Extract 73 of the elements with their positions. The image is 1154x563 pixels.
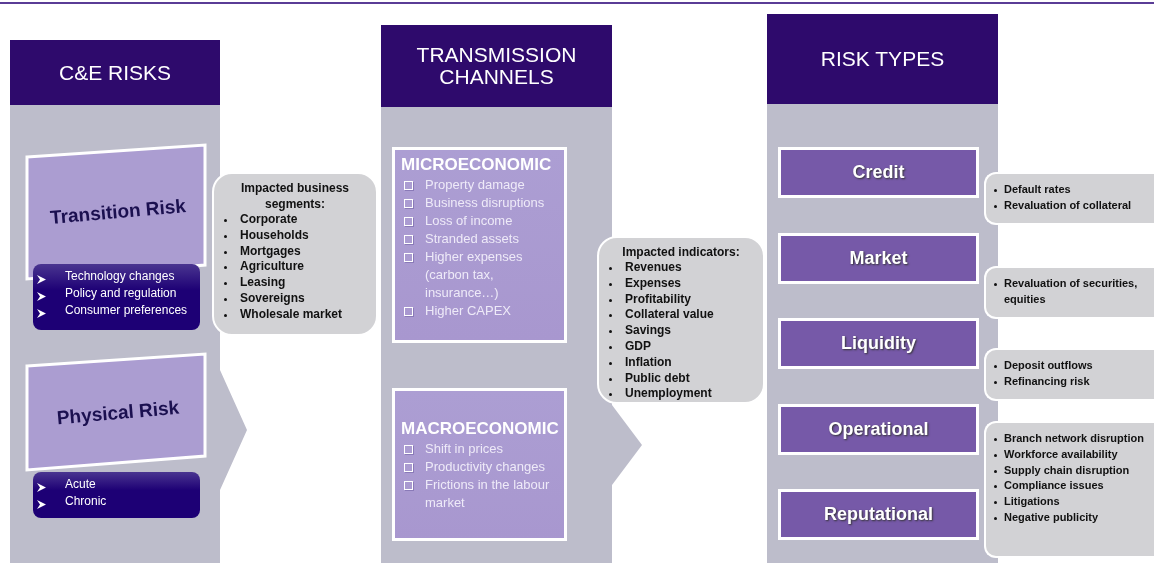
risk-type-label: Credit xyxy=(852,162,905,183)
callout-bubble xyxy=(984,266,1154,319)
list-item: Public debt xyxy=(605,370,757,387)
list-item: Chronic xyxy=(33,493,200,510)
callout-bubble xyxy=(597,236,765,404)
list-item: Revaluation of securities, equities xyxy=(990,276,1152,308)
list-item: Mortgages xyxy=(220,243,370,260)
list-item: Profitability xyxy=(605,291,757,308)
list-item: Higher expenses (carbon tax, insurance…) xyxy=(401,248,561,302)
list-item: Leasing xyxy=(220,275,370,291)
list-item: GDP xyxy=(605,339,757,355)
list-item: Savings xyxy=(605,323,757,339)
column-heading: C&E RISKS xyxy=(10,40,220,105)
callout-heading: Impacted business segments: xyxy=(239,180,350,212)
column-band xyxy=(767,14,998,563)
column-heading: TRANSMISSION CHANNELS xyxy=(381,25,612,107)
list-item: Compliance issues xyxy=(990,478,1152,495)
list-item: Business disruptions xyxy=(401,194,561,212)
list-item: Inflation xyxy=(605,354,757,371)
list-item: Frictions in the labour market xyxy=(401,476,561,512)
list-item: Productivity changes xyxy=(401,458,561,476)
risk-type-box xyxy=(778,233,979,284)
list-item: Property damage xyxy=(401,176,561,194)
list-item: Litigations xyxy=(990,494,1152,510)
list-item: Loss of income xyxy=(401,212,561,230)
callout-heading: Impacted indicators: xyxy=(621,244,741,260)
risk-title: Transition Risk xyxy=(48,194,188,230)
list-item: Shift in prices xyxy=(401,440,561,458)
list-item: Negative publicity xyxy=(990,510,1152,526)
list-item: Stranded assets xyxy=(401,230,561,248)
list-item: Refinancing risk xyxy=(990,373,1152,390)
channel-panel xyxy=(392,388,567,541)
list-item: Unemployment xyxy=(605,386,757,403)
risk-type-box xyxy=(778,404,979,455)
list-item: Agriculture xyxy=(220,259,370,276)
list-item: Higher CAPEX xyxy=(401,302,561,320)
risk-title: Physical Risk xyxy=(55,395,181,431)
list-item: Revaluation of collateral xyxy=(990,197,1152,214)
list-item: Households xyxy=(220,227,370,244)
list-item: Corporate xyxy=(220,212,370,228)
risk-type-label: Market xyxy=(849,248,908,269)
list-item: Collateral value xyxy=(605,307,757,324)
risk-panel xyxy=(25,352,207,474)
callout-bubble xyxy=(984,172,1154,225)
risk-type-label: Operational xyxy=(828,419,929,440)
list-item: Default rates xyxy=(990,182,1152,198)
callout-bubble xyxy=(984,348,1154,401)
list-item: Expenses xyxy=(605,275,757,292)
column-heading: RISK TYPES xyxy=(767,14,998,104)
risk-type-box xyxy=(778,318,979,369)
list-item: Policy and regulation xyxy=(33,285,200,302)
callout-bubble xyxy=(984,421,1154,558)
risk-panel xyxy=(25,143,207,283)
list-item: Workforce availability xyxy=(990,446,1152,463)
risk-type-label: Liquidity xyxy=(841,333,916,354)
list-item: Supply chain disruption xyxy=(990,462,1152,479)
list-item: Consumer preferences xyxy=(33,302,200,319)
risk-type-box xyxy=(778,489,979,540)
driver-list xyxy=(33,264,200,330)
list-item: Sovereigns xyxy=(220,291,370,307)
callout-bubble xyxy=(212,172,378,336)
risk-type-box xyxy=(778,147,979,198)
list-item: Wholesale market xyxy=(220,306,370,323)
callout-heading: MICROECONOMIC xyxy=(401,154,553,176)
driver-list xyxy=(33,472,200,518)
callout-heading: MACROECONOMIC xyxy=(401,418,560,440)
list-item: Revenues xyxy=(605,260,757,276)
list-item: Acute xyxy=(33,476,200,493)
list-item: Technology changes xyxy=(33,268,200,285)
list-item: Deposit outflows xyxy=(990,358,1152,374)
channel-panel xyxy=(392,147,567,343)
list-item: Branch network disruption xyxy=(990,431,1152,447)
risk-type-label: Reputational xyxy=(824,504,933,525)
